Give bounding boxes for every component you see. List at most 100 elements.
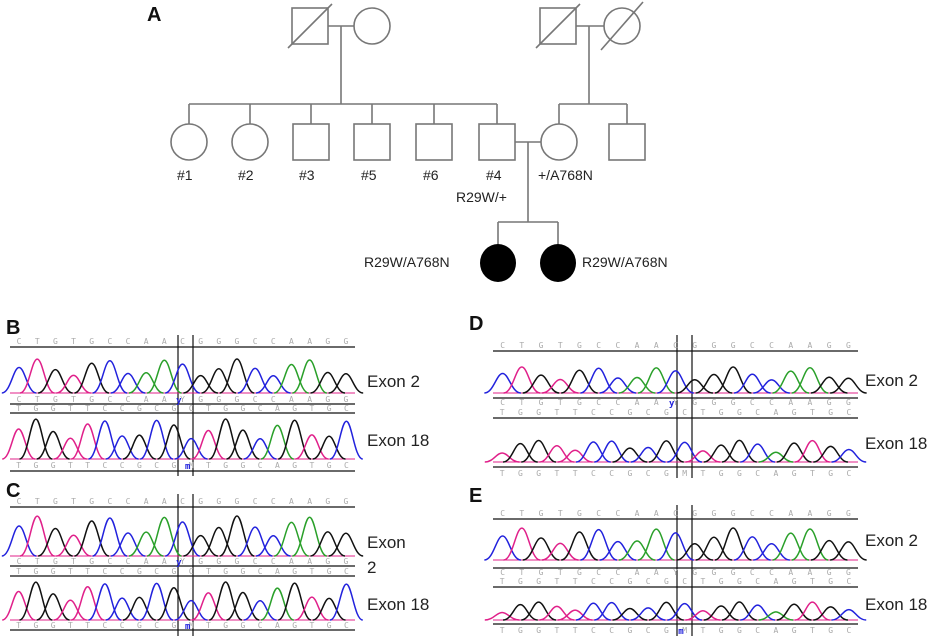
- b-exon2-bottom-base: G: [325, 395, 330, 404]
- c-exon18-top-base: G: [327, 567, 332, 576]
- e-exon18-peak: [813, 606, 849, 621]
- b-exon18-peak: [157, 424, 191, 460]
- c-exon2-peak: [128, 531, 164, 557]
- b-exon2-top-base: C: [126, 337, 131, 346]
- c-exon2-bottom-base: G: [344, 557, 349, 566]
- e-exon2-top-base: C: [500, 509, 505, 518]
- e-exon18-bottom-base: C: [591, 626, 596, 635]
- c-exon2-bottom-base: A: [289, 557, 294, 566]
- b-exon18-bottom-base: T: [85, 461, 90, 470]
- d-exon18-peak: [575, 441, 611, 463]
- b-exon18-peak: [260, 424, 295, 460]
- e-exon18-peak: [539, 605, 575, 621]
- d-exon2-peak: [791, 367, 829, 394]
- b-exon2-bottom-base: A: [289, 395, 294, 404]
- b-exon18-bottom-base: T: [16, 461, 21, 470]
- e-exon18-bottom-base: M: [682, 626, 687, 635]
- c-exon18-bottom-base: G: [51, 621, 56, 630]
- c-exon18-peak: [122, 596, 156, 621]
- c-exon2-peak: [1, 525, 37, 557]
- e-exon2-top-base: A: [635, 509, 640, 518]
- panel-label-a: A: [147, 4, 162, 26]
- b-exon2-peak: [237, 367, 273, 394]
- c-exon2-top-base: G: [344, 497, 349, 506]
- c-exon18-bottom-base: C: [154, 621, 159, 630]
- c-exon2-top-base: A: [162, 497, 167, 506]
- d-exon18-bottom-base: C: [609, 469, 614, 478]
- d-exon2-peak: [618, 376, 656, 394]
- d-exon18-top-base: G: [664, 408, 669, 417]
- c-exon18-bottom-base: G: [240, 621, 245, 630]
- b-exon18-bottom-base: G: [223, 461, 228, 470]
- e-exon2-top-base: A: [788, 509, 793, 518]
- c-exon18-bottom-base: T: [206, 621, 211, 630]
- e-exon2-bottom-base: C: [615, 568, 620, 577]
- b-exon18-peak: [174, 437, 208, 460]
- paternal-grandmother: [353, 7, 391, 45]
- d-exon18-top-base: G: [737, 408, 742, 417]
- d-exon18-bottom-base: G: [719, 469, 724, 478]
- e-exon18-bottom-het-marker: m: [678, 627, 684, 637]
- c-exon2-bottom-het-marker: y: [176, 558, 182, 568]
- e-exon2-peak: [676, 542, 714, 561]
- c-exon2-peak: [92, 517, 128, 557]
- d-exon2-peak: [637, 367, 675, 394]
- c-exon18-peak: [157, 586, 191, 621]
- e-exon2-peak: [810, 539, 848, 561]
- e-exon2-top-base: G: [577, 509, 582, 518]
- c-exon18-bottom-base: T: [68, 621, 73, 630]
- b-exon18-peak: [53, 437, 87, 460]
- b-exon2-peak: [92, 359, 128, 394]
- c-exon2-peak: [183, 534, 219, 557]
- e-exon18-top-base: G: [792, 577, 797, 586]
- c-exon18-top-base: T: [309, 567, 314, 576]
- b-exon2-bottom-base: A: [162, 395, 167, 404]
- e-exon18-bottom-base: T: [700, 626, 705, 635]
- d-exon2-top-base: T: [519, 341, 524, 350]
- d-exon18-bottom-base: C: [591, 469, 596, 478]
- d-exon18-peak: [667, 441, 703, 463]
- c-exon18-bottom-base: C: [120, 621, 125, 630]
- b-exon2-top-base: C: [180, 337, 185, 346]
- e-exon18-bottom-base: C: [755, 626, 760, 635]
- b-exon18-top-base: G: [240, 404, 245, 413]
- c-exon2-bottom-base: C: [17, 557, 22, 566]
- d-exon2-bottom-base: Y: [673, 398, 678, 407]
- d-exon2-top-base: G: [827, 341, 832, 350]
- b-exon18-top-base: G: [137, 404, 142, 413]
- b-exon2-top-base: A: [162, 337, 167, 346]
- d-exon18-bottom-base: T: [554, 469, 559, 478]
- chromatogram-traces: [1, 358, 867, 621]
- b-exon18-bottom-base: G: [171, 461, 176, 470]
- c-exon18-top-base: C: [154, 567, 159, 576]
- b-exon2-bottom-base: C: [17, 395, 22, 404]
- d-exon18-bottom-base: G: [518, 469, 523, 478]
- b-exon18-bottom-base: T: [68, 461, 73, 470]
- d-exon18-peak: [539, 444, 575, 463]
- d-exon18-peak: [703, 444, 739, 463]
- e-exon2-bottom-base: T: [558, 568, 563, 577]
- e-exon18-top-base: C: [591, 577, 596, 586]
- b-exon2-peak: [110, 372, 146, 394]
- c-exon18-bottom-base: C: [102, 621, 107, 630]
- b-exon2-peak: [19, 358, 55, 394]
- c-exon2-peak: [292, 516, 328, 557]
- panel-d-exon-bottom: Exon 18: [865, 434, 928, 453]
- e-exon18-bottom-base: T: [554, 626, 559, 635]
- d-exon18-bottom-base: T: [573, 469, 578, 478]
- e-exon18-bottom-base: T: [810, 626, 815, 635]
- b-exon18-top-base: C: [189, 404, 194, 413]
- b-exon18-top-base: C: [120, 404, 125, 413]
- b-exon2-peak: [128, 372, 164, 394]
- e-exon18-bottom-base: A: [773, 626, 778, 635]
- d-exon18-peak: [740, 443, 776, 463]
- c-exon2-top-base: T: [35, 497, 40, 506]
- c-exon2-bottom-base: C: [253, 557, 258, 566]
- d-exon18-peak: [612, 447, 648, 463]
- e-exon2-top-base: G: [712, 509, 717, 518]
- b-exon18-peak: [139, 419, 174, 460]
- e-exon2-top-base: C: [596, 509, 601, 518]
- d-exon18-top-base: G: [792, 408, 797, 417]
- d-exon18-top-base: C: [609, 408, 614, 417]
- e-exon18-bottom-base: G: [792, 626, 797, 635]
